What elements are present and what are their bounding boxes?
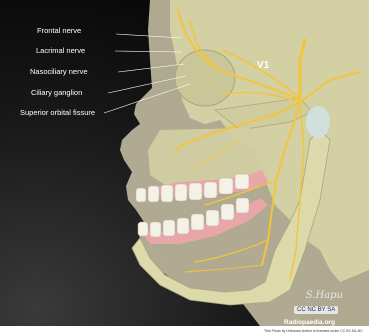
source-site: Radiopaedia.org bbox=[284, 319, 335, 326]
label-lacrimal-nerve: Lacrimal nerve bbox=[36, 46, 85, 55]
ear-region bbox=[306, 106, 330, 138]
label-v1: V1 bbox=[257, 60, 269, 71]
anatomy-figure: Frontal nerve Lacrimal nerve Nasociliary… bbox=[0, 0, 369, 326]
orbit bbox=[175, 50, 235, 106]
label-ciliary-ganglion: Ciliary ganglion bbox=[31, 88, 82, 97]
label-frontal-nerve: Frontal nerve bbox=[37, 26, 81, 35]
photo-credit: This Photo by Unknown Author is licensed… bbox=[264, 329, 363, 333]
artist-signature: S.Hapu bbox=[306, 290, 343, 301]
label-superior-orbital-fissure: Superior orbital fissure bbox=[20, 108, 95, 117]
label-nasociliary-nerve: Nasociliary nerve bbox=[30, 67, 88, 76]
license-badge: CC NC BY SA bbox=[294, 306, 338, 314]
